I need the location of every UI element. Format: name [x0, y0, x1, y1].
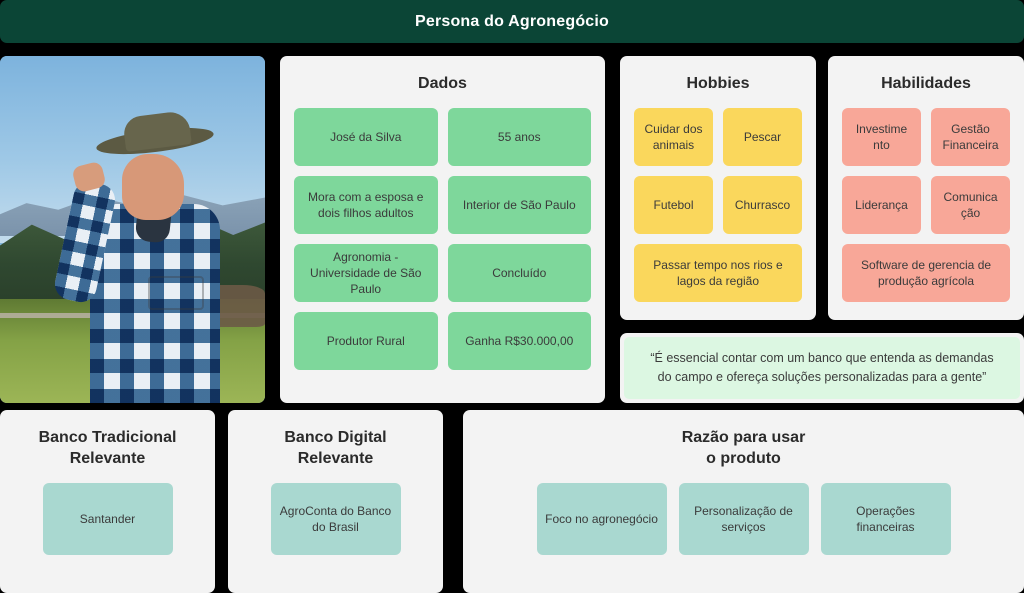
dados-chip[interactable]: Agronomia - Universidade de São Paulo — [294, 244, 438, 302]
farmer-head — [122, 154, 184, 220]
dados-chip[interactable]: Interior de São Paulo — [447, 176, 591, 234]
hobbies-panel: Hobbies Cuidar dos animais Pescar Futebo… — [620, 56, 816, 320]
habilidades-chip[interactable]: Gestão Financeira — [931, 108, 1010, 166]
dados-chip[interactable]: José da Silva — [294, 108, 438, 166]
persona-photo — [0, 56, 265, 403]
habilidades-title: Habilidades — [881, 75, 971, 92]
habilidades-chip[interactable]: Liderança — [842, 176, 921, 234]
hobbies-title: Hobbies — [686, 75, 750, 92]
razao-chip-row: Foco no agronegócio Personalização de se… — [477, 483, 1010, 555]
persona-quote-text: “É essencial contar com um banco que ent… — [624, 337, 1020, 399]
photo-farmer-figure — [51, 108, 257, 403]
header-bar: Persona do Agronegócio — [0, 0, 1024, 43]
hobbies-chip[interactable]: Churrasco — [723, 176, 802, 234]
banco-digital-panel: Banco Digital Relevante AgroConta do Ban… — [228, 410, 443, 593]
hobbies-chip[interactable]: Pescar — [723, 108, 802, 166]
hobbies-chip[interactable]: Futebol — [634, 176, 713, 234]
dados-panel: Dados José da Silva 55 anos Mora com a e… — [280, 56, 605, 403]
razao-chip[interactable]: Operações financeiras — [820, 483, 951, 555]
habilidades-chip[interactable]: Comunica ção — [931, 176, 1010, 234]
banco-digital-title: Banco Digital Relevante — [284, 429, 387, 467]
banco-tradicional-title: Banco Tradicional Relevante — [38, 429, 177, 467]
habilidades-chip[interactable]: Software de gerencia de produção agrícol… — [842, 244, 1010, 302]
hobbies-chip[interactable]: Passar tempo nos rios e lagos da região — [634, 244, 802, 302]
razao-title: Razão para usar o produto — [681, 429, 806, 467]
banco-digital-chip-wrap: AgroConta do Banco do Brasil — [242, 483, 429, 555]
habilidades-chip[interactable]: Investime nto — [842, 108, 921, 166]
razao-panel: Razão para usar o produto Foco no agrone… — [463, 410, 1024, 593]
persona-quote-panel: “É essencial contar com um banco que ent… — [620, 333, 1024, 403]
razao-chip[interactable]: Foco no agronegócio — [536, 483, 667, 555]
dados-chip[interactable]: 55 anos — [447, 108, 591, 166]
dados-chip[interactable]: Produtor Rural — [294, 312, 438, 370]
hobbies-chip-grid: Cuidar dos animais Pescar Futebol Churra… — [634, 108, 802, 302]
page-title: Persona do Agronegócio — [414, 12, 610, 30]
dados-chip-grid: José da Silva 55 anos Mora com a esposa … — [294, 108, 591, 370]
habilidades-chip-grid: Investime nto Gestão Financeira Lideranç… — [842, 108, 1010, 302]
habilidades-panel: Habilidades Investime nto Gestão Finance… — [828, 56, 1024, 320]
dados-chip[interactable]: Ganha R$30.000,00 — [447, 312, 591, 370]
banco-tradicional-chip-wrap: Santander — [14, 483, 201, 555]
banco-tradicional-panel: Banco Tradicional Relevante Santander — [0, 410, 215, 593]
dados-chip[interactable]: Concluído — [447, 244, 591, 302]
dados-title: Dados — [418, 75, 467, 92]
razao-chip[interactable]: Personalização de serviços — [678, 483, 809, 555]
hobbies-chip[interactable]: Cuidar dos animais — [634, 108, 713, 166]
dados-chip[interactable]: Mora com a esposa e dois filhos adultos — [294, 176, 438, 234]
banco-digital-chip[interactable]: AgroConta do Banco do Brasil — [270, 483, 401, 555]
banco-tradicional-chip[interactable]: Santander — [42, 483, 173, 555]
farmer-shirt-pocket — [148, 276, 204, 310]
